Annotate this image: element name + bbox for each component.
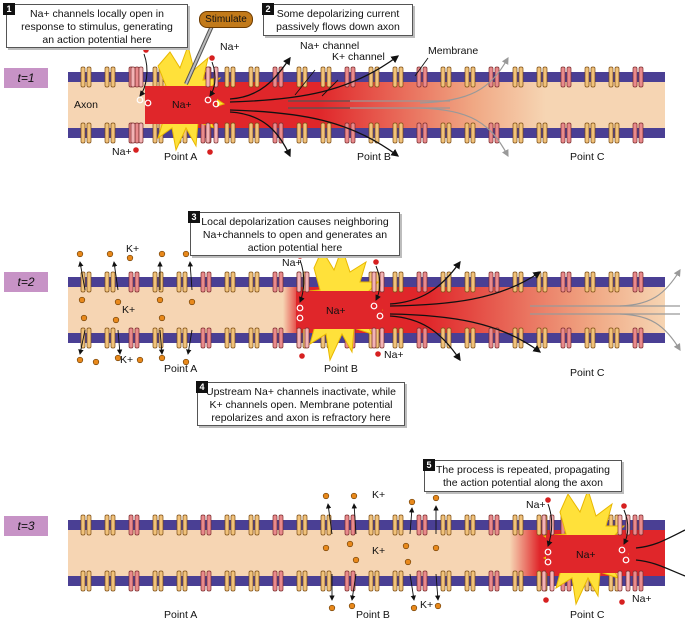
point-c-label: Point C: [570, 151, 605, 163]
diagram-labels: Axon Na+ channel K+ channel Membrane Na+…: [74, 40, 652, 621]
step-1-number: 1: [3, 3, 15, 15]
membrane-top: [68, 520, 665, 530]
step-5-line: the action potential along the axon: [443, 477, 603, 489]
na-label: Na+: [282, 257, 302, 269]
step-5-line: The process is repeated, propagating: [436, 464, 610, 476]
step-4-callout: Upstream Na+ channels inactivate, while …: [197, 382, 405, 426]
current-flow-lines: [635, 529, 685, 577]
point-a-label: Point A: [164, 151, 197, 163]
axon-label: Axon: [74, 99, 98, 111]
panel-t1: [68, 25, 665, 158]
step-1-line: Na+ channels locally open in: [30, 8, 164, 20]
point-b-label: Point B: [357, 151, 391, 163]
step-2-line: Some depolarizing current: [276, 8, 400, 20]
step-2-callout: Some depolarizing current passively flow…: [263, 4, 413, 36]
time-label-t2: t=2: [4, 272, 48, 292]
current-flow-lines: [229, 55, 400, 158]
na-label: Na+: [384, 349, 404, 361]
step-4-line: Upstream Na+ channels inactivate, while: [206, 386, 396, 398]
na-label: Na+: [172, 99, 192, 111]
time-label-t1: t=1: [4, 68, 48, 88]
step-4-line: K+ channels open. Membrane potential: [209, 399, 393, 411]
membrane-top: [68, 72, 665, 82]
step-4-number: 4: [196, 381, 208, 393]
k-label: K+: [120, 354, 133, 366]
potassium-ions: [322, 492, 442, 612]
membrane-bottom: [68, 576, 665, 586]
k-label: K+: [420, 599, 433, 611]
membrane-label: Membrane: [428, 45, 478, 57]
step-3-line: Local depolarization causes neighboring: [201, 216, 389, 228]
k-label: K+: [122, 304, 135, 316]
time-label-t3: t=3: [4, 516, 48, 536]
potassium-ions: [76, 250, 196, 366]
na-channel-label: Na+ channel: [300, 40, 359, 52]
step-3-line: Na+channels to open and generates an: [202, 229, 388, 241]
na-label: Na+: [526, 499, 546, 511]
point-a-label: Point A: [164, 363, 197, 375]
step-3-line: action potential here: [247, 242, 343, 254]
k-channel-label: K+ channel: [332, 51, 385, 63]
step-1-line: response to stimulus, generating: [21, 21, 173, 33]
point-c-label: Point C: [570, 367, 605, 379]
k-label: K+: [372, 489, 385, 501]
step-1-callout: Na+ channels locally open in response to…: [6, 4, 188, 48]
na-label: Na+: [326, 305, 346, 317]
step-2-line: passively flows down axon: [276, 21, 400, 33]
point-a-label: Point A: [164, 609, 197, 621]
step-5-number: 5: [423, 459, 435, 471]
point-b-label: Point B: [356, 609, 390, 621]
na-label: Na+: [576, 549, 596, 561]
point-b-label: Point B: [324, 363, 358, 375]
membrane-bottom: [68, 128, 665, 138]
panel-t3: [68, 488, 685, 612]
sodium-ions: [133, 47, 215, 155]
na-label: Na+: [632, 593, 652, 605]
point-c-label: Point C: [570, 609, 605, 621]
current-flow-lines: [389, 260, 542, 362]
membrane-bottom: [68, 333, 665, 343]
panel-t2: [68, 246, 681, 366]
stimulate-label: Stimulate: [199, 11, 253, 28]
step-4-line: repolarizes and axon is refractory here: [211, 412, 391, 424]
step-3-callout: Local depolarization causes neighboring …: [190, 212, 400, 256]
na-label: Na+: [112, 146, 132, 158]
k-label: K+: [372, 545, 385, 557]
step-5-callout: The process is repeated, propagating the…: [424, 460, 622, 492]
step-2-number: 2: [262, 3, 274, 15]
step-3-number: 3: [188, 211, 200, 223]
na-label: Na+: [220, 41, 240, 53]
step-1-line: an action potential here: [42, 34, 152, 46]
k-label: K+: [126, 243, 139, 255]
